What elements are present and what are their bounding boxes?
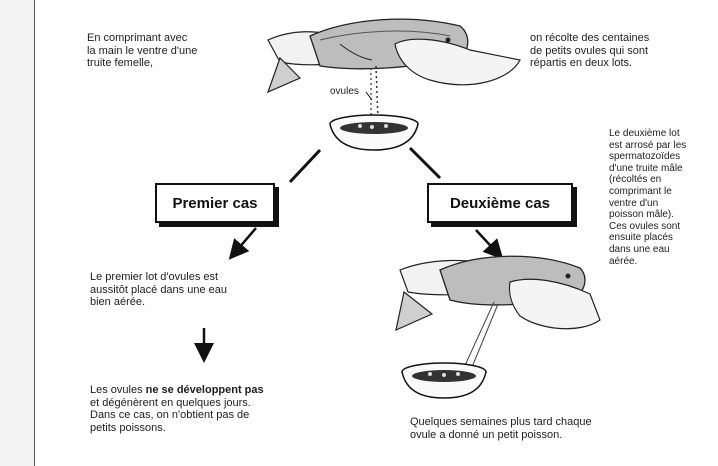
arrow-case1-down [232,228,256,256]
case2-title-box: Deuxième cas [427,183,573,223]
branch-line-right [410,148,440,178]
case1-title: Premier cas [172,195,257,212]
case1-text: Le premier lot d'ovules est aussitôt pla… [90,271,227,309]
case2-result-text: Quelques semaines plus tard chaque ovule… [410,416,592,441]
case1-result-bold: ne se développent pas [146,384,264,396]
case2-text: Le deuxième lot est arrosé par les sperm… [609,128,686,267]
male-trout-hands-illustration [396,256,600,330]
egg-bowl-bottom [402,363,486,398]
case1-result-before: Les ovules [90,384,146,396]
intro-right-text: on récolte des centaines de petits ovule… [530,32,649,70]
arrow-case2-down [476,230,500,256]
case2-title: Deuxième cas [450,195,550,212]
female-trout-hands-illustration [268,19,520,92]
egg-stream [376,66,378,120]
milt-stream [470,304,498,372]
milt-stream [462,302,494,372]
branch-line-left [290,150,320,182]
case1-result-after: et dégénèrent en quelques jours. Dans ce… [90,397,251,434]
egg-bowl-top [330,115,418,150]
eggs-label: ovules [330,86,359,99]
case1-result-text: Les ovules ne se développent pas et dégé… [90,384,264,434]
intro-left-text: En comprimant avec la main le ventre d'u… [87,32,197,70]
case1-title-box: Premier cas [155,183,275,223]
